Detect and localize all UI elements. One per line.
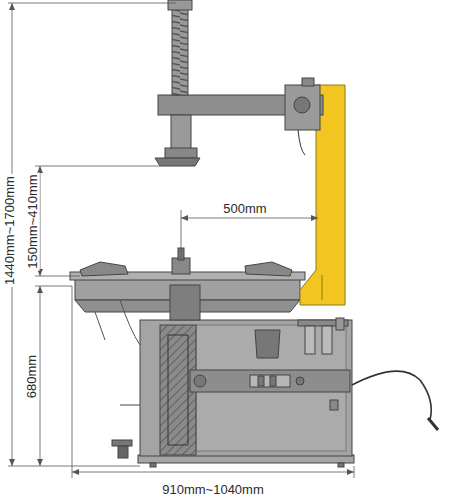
table-height-dimension: 680mm [24, 352, 39, 399]
height-dimension: 1440mm~1700mm [2, 174, 17, 287]
head-travel-dimension: 150mm~410mm [25, 172, 40, 270]
width-dimension: 910mm~1040mm [160, 482, 266, 497]
reach-dimension: 500mm [221, 201, 268, 216]
